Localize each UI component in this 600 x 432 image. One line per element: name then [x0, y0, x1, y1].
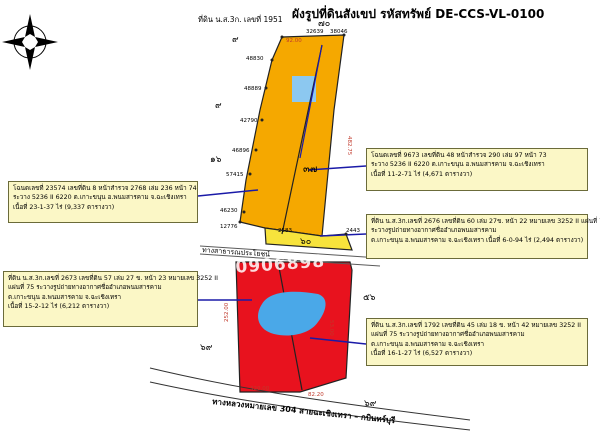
- info-box-ns3k-2676: ที่ดิน น.ส.3ก.เลขที่ 2676 เลขที่ดิน 60 เ…: [366, 214, 600, 259]
- leader-line-box1: [197, 189, 259, 197]
- yellow-parcel-60: [264, 227, 353, 251]
- highway-edge-1: [149, 367, 471, 421]
- info-box-line: ระวาง 5236 II 6220 ต.เกาะขนุน อ.พนมสารคา…: [371, 161, 545, 169]
- info-box-ns3k-1792: ที่ดิน น.ส.3ก.เลขที่ 1792 เลขที่ดิน 45 เ…: [366, 318, 588, 366]
- plot-no-2443: 2443: [346, 228, 360, 234]
- parcel-no-north-nine: ๙: [232, 35, 239, 45]
- dimension-left-side: 252.00: [224, 302, 230, 322]
- info-box-line: โฉนดเลขที่ 23574 เลขที่ดิน 8 หน้าสำรวจ 2…: [13, 185, 197, 192]
- plot-no-42790: 42790: [240, 118, 258, 124]
- leader-line-box3: [319, 233, 367, 237]
- highway-edge-2: [149, 381, 471, 431]
- info-box-line: แผ่นที่ 75 ระวางรูปถ่ายทางอากาศชื่ออำเภอ…: [371, 331, 525, 339]
- info-box-deed-23574: โฉนดเลขที่ 23574 เลขที่ดิน 8 หน้าสำรวจ 2…: [8, 181, 198, 223]
- info-box-deed-9673: โฉนดเลขที่ 9673 เลขที่ดิน 48 หน้าสำรวจ 2…: [366, 148, 588, 191]
- info-box-line: ที่ดิน น.ส.3ก.เลขที่ 1792 เลขที่ดิน 45 เ…: [371, 322, 581, 329]
- dimension-mid: 53.00: [328, 320, 334, 336]
- info-box-line: ที่ดิน น.ส.3ก.เลขที่ 2673 เลขที่ดิน 57 เ…: [8, 275, 218, 282]
- info-box-line: เนื้อที่ 11-2-71 ไร่ (4,671 ตารางวา): [371, 170, 473, 178]
- parcel-no-fifty-six: ๕๖: [363, 293, 376, 303]
- compass-north-label: N: [26, 39, 34, 49]
- plot-no-2583: 2583: [278, 228, 292, 234]
- parcel-no-sixteen: ๑๖: [210, 155, 222, 165]
- info-box-line: ระวางรูปถ่ายทางอากาศชื่ออำเภอพนมสารคาม: [371, 227, 497, 235]
- plot-no-57415: 57415: [226, 172, 244, 178]
- dimension-top: 92.00: [286, 38, 302, 44]
- parcel-no-west-nine: ๙: [215, 101, 222, 111]
- page-title: ผังรูปที่ดินสังเขป รหัสทรัพย์ DE-CCS-VL-…: [292, 7, 545, 21]
- plot-no-48889: 48889: [244, 86, 262, 92]
- info-box-line: โฉนดเลขที่ 9673 เลขที่ดิน 48 หน้าสำรวจ 2…: [371, 152, 547, 159]
- plot-no-48830: 48830: [246, 56, 264, 62]
- parcel-no-west-sixty-nine: ๖๙: [200, 343, 213, 353]
- plot-no-46896: 46896: [232, 148, 250, 154]
- pond-south: [258, 291, 326, 336]
- parcel-no-thirty-seven: ๓๗: [303, 164, 317, 175]
- leader-line-box5: [309, 337, 367, 345]
- info-box-line: เนื้อที่ 15-2-12 ไร่ (6,212 ตารางวา): [8, 303, 110, 311]
- boundary-points: [238, 33, 348, 236]
- plot-no-46230: 46230: [220, 208, 238, 214]
- side-road-2: [199, 253, 381, 267]
- info-box-line: ที่ดิน น.ส.3ก.เลขที่ 2676 เลขที่ดิน 60 เ…: [371, 218, 600, 225]
- info-box-line: แผ่นที่ 75 ระวางรูปถ่ายทางอากาศชื่ออำเภอ…: [8, 284, 162, 292]
- plot-no-32639: 32639: [306, 29, 324, 35]
- parcel-no-sixty: ๖๐: [300, 237, 311, 247]
- leader-line-box2: [307, 165, 367, 171]
- side-road: [199, 245, 381, 259]
- dimension-right: 482.75: [346, 136, 352, 156]
- parcel-no-seventy: ๗๐: [318, 19, 330, 29]
- parcel-no-south-sixty-nine: ๖๙: [364, 399, 377, 409]
- info-box-line: เนื้อที่ 16-1-27 ไร่ (6,527 ตารางวา): [371, 350, 473, 358]
- info-box-line: ต.เกาะขนุน อ.พนมสารคาม จ.ฉะเชิงเทรา เนื้…: [371, 236, 584, 244]
- dimension-bottom-right: 82.20: [308, 392, 324, 398]
- leader-line-orange: [299, 44, 323, 159]
- info-box-line: ต.เกาะขนุน อ.พนมสารคาม จ.ฉะเชิงเทรา: [371, 340, 485, 348]
- info-box-ns3k-2673: ที่ดิน น.ส.3ก.เลขที่ 2673 เลขที่ดิน 57 เ…: [3, 271, 218, 327]
- info-box-line: ระวาง 5236 II 6220 ต.เกาะขนุน อ.พนมสารคา…: [13, 194, 187, 202]
- top-parcel-label: ที่ดิน น.ส.3ก. เลขที่ 1951: [198, 14, 283, 24]
- orange-parcel: [239, 34, 345, 237]
- info-box-line: ต.เกาะขนุน อ.พนมสารคาม จ.ฉะเชิงเทรา: [8, 293, 122, 301]
- dimension-bottom-left: 320.00: [250, 386, 270, 392]
- compass-rose-icon: N: [2, 14, 58, 70]
- plot-no-12776: 12776: [220, 224, 238, 230]
- info-box-line: เนื้อที่ 23-1-37 ไร่ (9,337 ตารางวา): [13, 203, 115, 211]
- plot-no-38046: 38046: [330, 29, 348, 35]
